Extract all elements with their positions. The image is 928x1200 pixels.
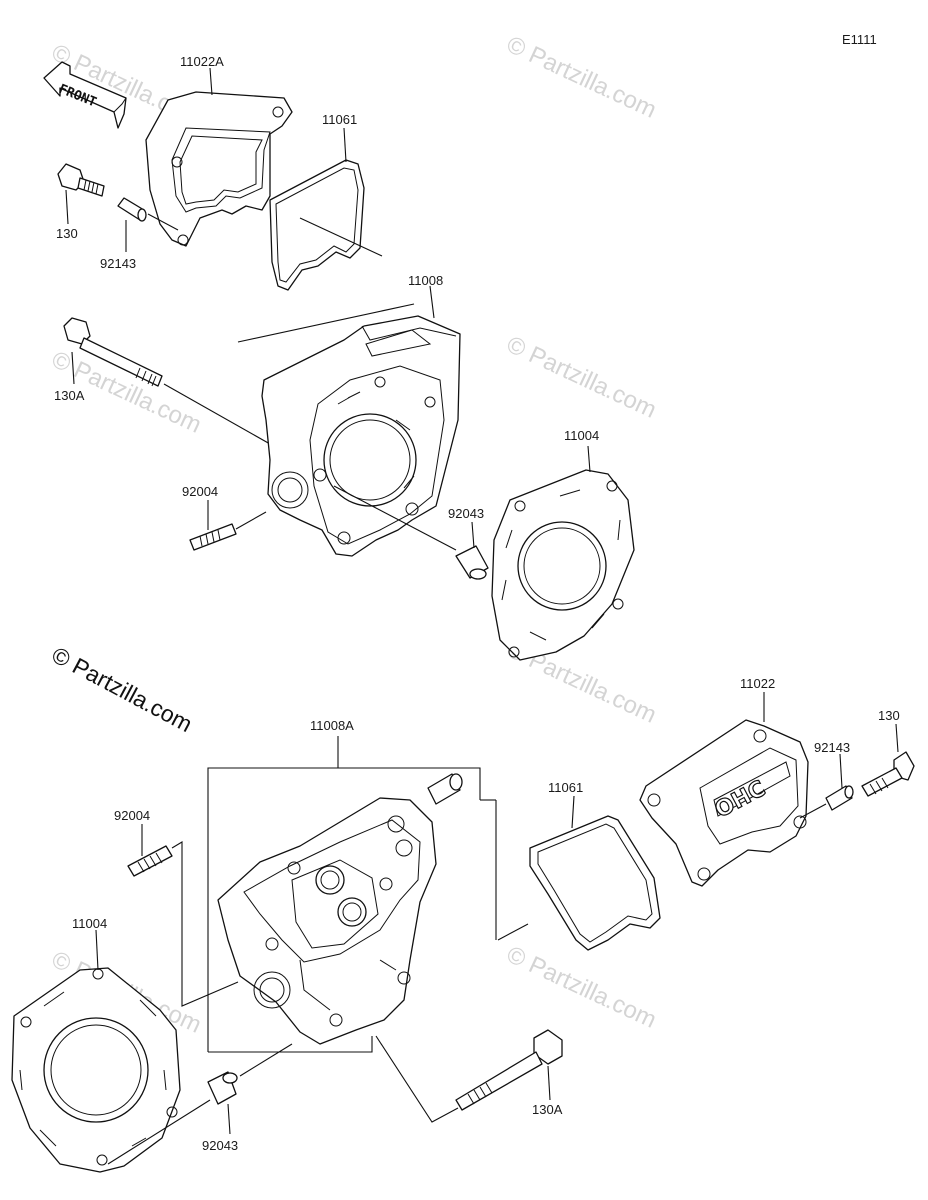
part-label: 11022 xyxy=(740,676,775,691)
part-label: 92004 xyxy=(182,484,218,499)
cylinder-head-cover-part: OHC xyxy=(639,719,809,887)
part-label: 130A xyxy=(54,388,85,403)
long-bolt-part xyxy=(63,317,163,387)
stud-part xyxy=(189,523,237,551)
bolt-part xyxy=(57,163,105,197)
collar-part xyxy=(117,197,147,222)
dowel-part xyxy=(207,1071,238,1105)
cylinder-head-part xyxy=(217,797,437,1045)
part-label: 11061 xyxy=(322,112,357,127)
part-label: 130 xyxy=(878,708,900,723)
part-label: 11008A xyxy=(310,718,354,733)
part-label: 11061 xyxy=(548,780,583,795)
watermark: © Partzilla.com xyxy=(502,31,660,124)
head-gasket-part xyxy=(11,967,181,1173)
dowel-part xyxy=(427,773,463,805)
part-label: 92143 xyxy=(100,256,136,271)
part-label: 11004 xyxy=(72,916,107,931)
copyright-text: © Partzilla.com xyxy=(48,641,197,737)
cover-gasket-part xyxy=(269,159,365,291)
bolt-part xyxy=(861,751,915,797)
part-label: 11008 xyxy=(408,273,443,288)
cover-gasket-part xyxy=(529,815,661,951)
part-label: 92043 xyxy=(448,506,484,521)
diagram-id: E1111 xyxy=(842,32,877,47)
cylinder-head-part xyxy=(261,315,461,557)
part-label: 92004 xyxy=(114,808,150,823)
watermark: © Partzilla.com xyxy=(502,941,660,1034)
cylinder-head-cover-part xyxy=(145,91,293,247)
head-gasket-part xyxy=(491,469,635,661)
dowel-part xyxy=(455,545,489,580)
part-label: 11004 xyxy=(564,428,599,443)
part-label: 11022A xyxy=(180,54,224,69)
long-bolt-part xyxy=(455,1029,563,1111)
part-label: 92143 xyxy=(814,740,850,755)
stud-part xyxy=(127,845,173,877)
part-label: 130A xyxy=(532,1102,563,1117)
part-label: 130 xyxy=(56,226,78,241)
part-label: 92043 xyxy=(202,1138,238,1153)
watermark: © Partzilla.com xyxy=(502,331,660,424)
collar-part xyxy=(825,785,854,811)
